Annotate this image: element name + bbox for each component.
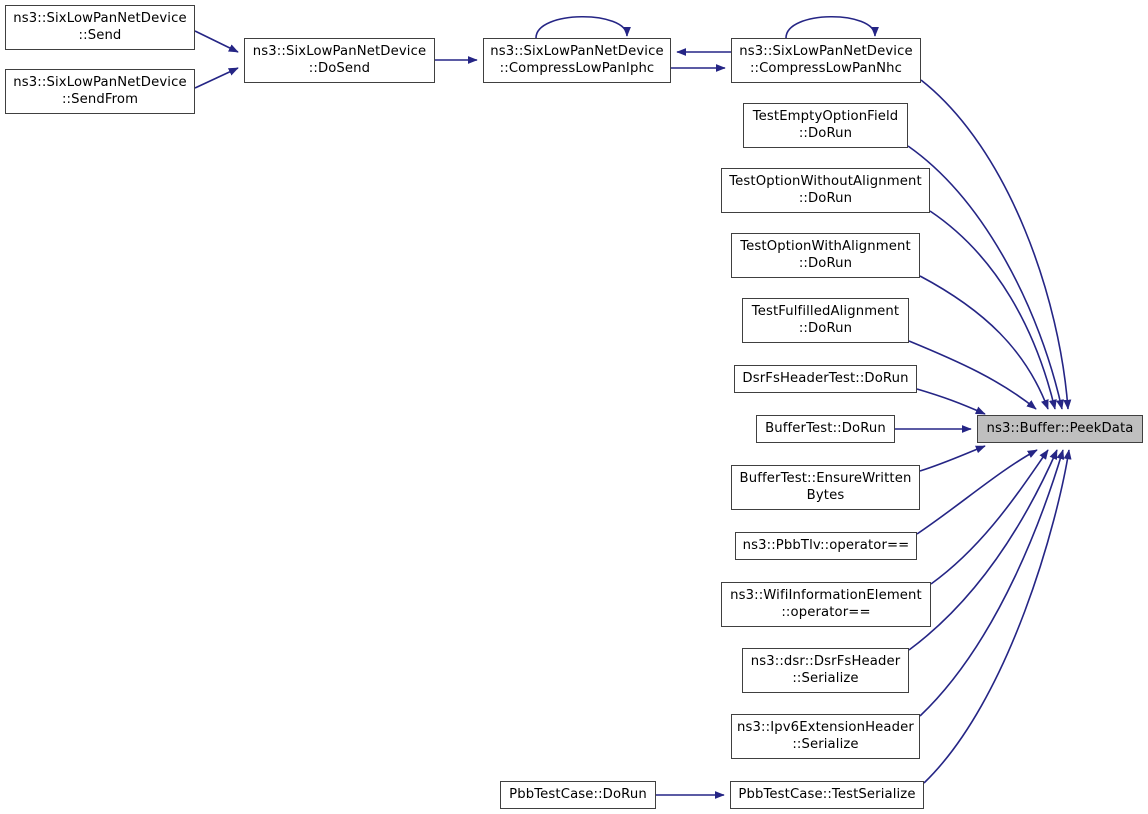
node-label: ns3::dsr::DsrFsHeader ::Serialize [750,654,901,686]
edge-wifiinfoelem-peekdata [930,449,1049,585]
node-buffertest-dorun[interactable]: BufferTest::DoRun [756,415,895,443]
node-label: ns3::PbbTlv::operator== [742,537,910,553]
node-dsrfsheadertest-dorun[interactable]: DsrFsHeaderTest::DoRun [734,365,917,393]
edge-emptyoption-peekdata [907,145,1064,410]
edge-nhc-self-loop [785,15,879,39]
node-buffertest-ensurewrittenbytes[interactable]: BufferTest::EnsureWritten Bytes [731,465,920,510]
node-label: ns3::SixLowPanNetDevice ::CompressLowPan… [739,44,913,76]
node-label: BufferTest::EnsureWritten Bytes [739,471,912,503]
node-testoptionwithoutalignment-dorun[interactable]: TestOptionWithoutAlignment ::DoRun [721,168,930,213]
node-ns3-ipv6extensionheader-serialize[interactable]: ns3::Ipv6ExtensionHeader ::Serialize [731,714,920,759]
edge-ensurewritten-peekdata [919,445,986,472]
edge-fulfilled-peekdata [908,340,1037,410]
node-label: ns3::Buffer::PeekData [986,420,1134,436]
edge-optionwith-peekdata [919,275,1049,410]
node-testfulfilledalignment-dorun[interactable]: TestFulfilledAlignment ::DoRun [742,298,909,343]
edge-dsrfsheadertest-peekdata [916,388,986,415]
node-label: BufferTest::DoRun [765,420,886,436]
edge-dsrfsheaderser-peekdata [908,449,1058,651]
edge-optionwithout-peekdata [929,210,1057,410]
node-pbbtestcase-dorun[interactable]: PbbTestCase::DoRun [500,781,656,809]
node-label: DsrFsHeaderTest::DoRun [742,370,909,386]
node-label: ns3::SixLowPanNetDevice ::DoSend [252,44,427,76]
node-label: PbbTestCase::TestSerialize [738,786,916,802]
node-label: ns3::SixLowPanNetDevice ::Send [13,11,187,43]
node-ns3-buffer-peekdata[interactable]: ns3::Buffer::PeekData [977,415,1143,443]
node-label: ns3::Ipv6ExtensionHeader ::Serialize [737,720,914,752]
edge-send-dosend [194,30,239,53]
node-ns3-sixlowpannetdevice-sendfrom[interactable]: ns3::SixLowPanNetDevice ::SendFrom [5,69,195,114]
node-label: ns3::SixLowPanNetDevice ::CompressLowPan… [490,44,664,76]
node-label: TestOptionWithAlignment ::DoRun [740,239,911,271]
edge-ipv6extser-peekdata [919,449,1065,717]
node-ns3-sixlowpannetdevice-compresslowpannhc[interactable]: ns3::SixLowPanNetDevice ::CompressLowPan… [731,38,921,83]
edge-pbbtestserialize-peekdata [923,449,1072,784]
node-pbbtestcase-testserialize[interactable]: PbbTestCase::TestSerialize [730,781,924,809]
node-testoptionwithalignment-dorun[interactable]: TestOptionWithAlignment ::DoRun [731,233,920,278]
node-ns3-dsr-dsrfsheader-serialize[interactable]: ns3::dsr::DsrFsHeader ::Serialize [742,648,909,693]
node-label: TestOptionWithoutAlignment ::DoRun [729,174,922,206]
node-ns3-wifiinformationelement-operator-equals[interactable]: ns3::WifiInformationElement ::operator== [721,582,931,627]
node-label: TestEmptyOptionField ::DoRun [752,109,899,141]
node-label: TestFulfilledAlignment ::DoRun [751,304,900,336]
edge-pbbtlvop-peekdata [916,449,1038,535]
node-ns3-pbbtlv-operator-equals[interactable]: ns3::PbbTlv::operator== [735,532,917,560]
edges [194,15,1072,799]
edge-nhc-peekdata [920,79,1072,410]
node-ns3-sixlowpannetdevice-compresslowpaniphc[interactable]: ns3::SixLowPanNetDevice ::CompressLowPan… [483,38,671,83]
edge-iphc-self-loop [535,16,631,39]
edge-sendfrom-dosend [194,67,239,89]
node-ns3-sixlowpannetdevice-send[interactable]: ns3::SixLowPanNetDevice ::Send [5,5,195,50]
node-label: PbbTestCase::DoRun [509,786,647,802]
node-ns3-sixlowpannetdevice-dosend[interactable]: ns3::SixLowPanNetDevice ::DoSend [244,38,435,83]
node-label: ns3::SixLowPanNetDevice ::SendFrom [13,75,187,107]
node-testemptyoptionfield-dorun[interactable]: TestEmptyOptionField ::DoRun [743,103,908,148]
node-label: ns3::WifiInformationElement ::operator== [730,588,922,620]
